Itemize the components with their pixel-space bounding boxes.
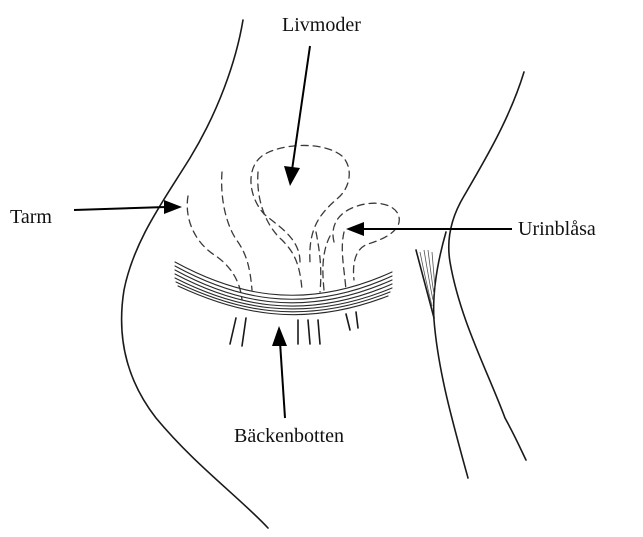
vagina-outline-right	[316, 232, 321, 292]
urethra-outline-right	[342, 232, 346, 290]
bowel-label: Tarm	[10, 206, 52, 228]
vagina-outline-left	[258, 172, 302, 290]
bowel-outline-inner	[222, 172, 252, 290]
front-fold-contour	[416, 250, 434, 318]
bladder-arrow	[346, 222, 512, 236]
bowel-arrow	[74, 200, 182, 214]
pelvic-floor-label: Bäckenbotten	[234, 425, 344, 447]
body-back-contour	[122, 20, 268, 528]
bladder-outline	[333, 203, 399, 280]
body-front-outer-contour	[449, 72, 526, 460]
front-fold-shading	[420, 250, 435, 306]
pelvic-floor-arrow	[272, 326, 287, 418]
canal-stubs	[230, 312, 358, 346]
urethra-outline-left	[323, 236, 330, 290]
uterus-outline	[251, 145, 349, 262]
uterus-arrow	[284, 46, 310, 186]
bladder-label: Urinblåsa	[518, 218, 596, 240]
pelvic-floor-muscle	[175, 262, 392, 315]
uterus-label: Livmoder	[282, 14, 361, 36]
